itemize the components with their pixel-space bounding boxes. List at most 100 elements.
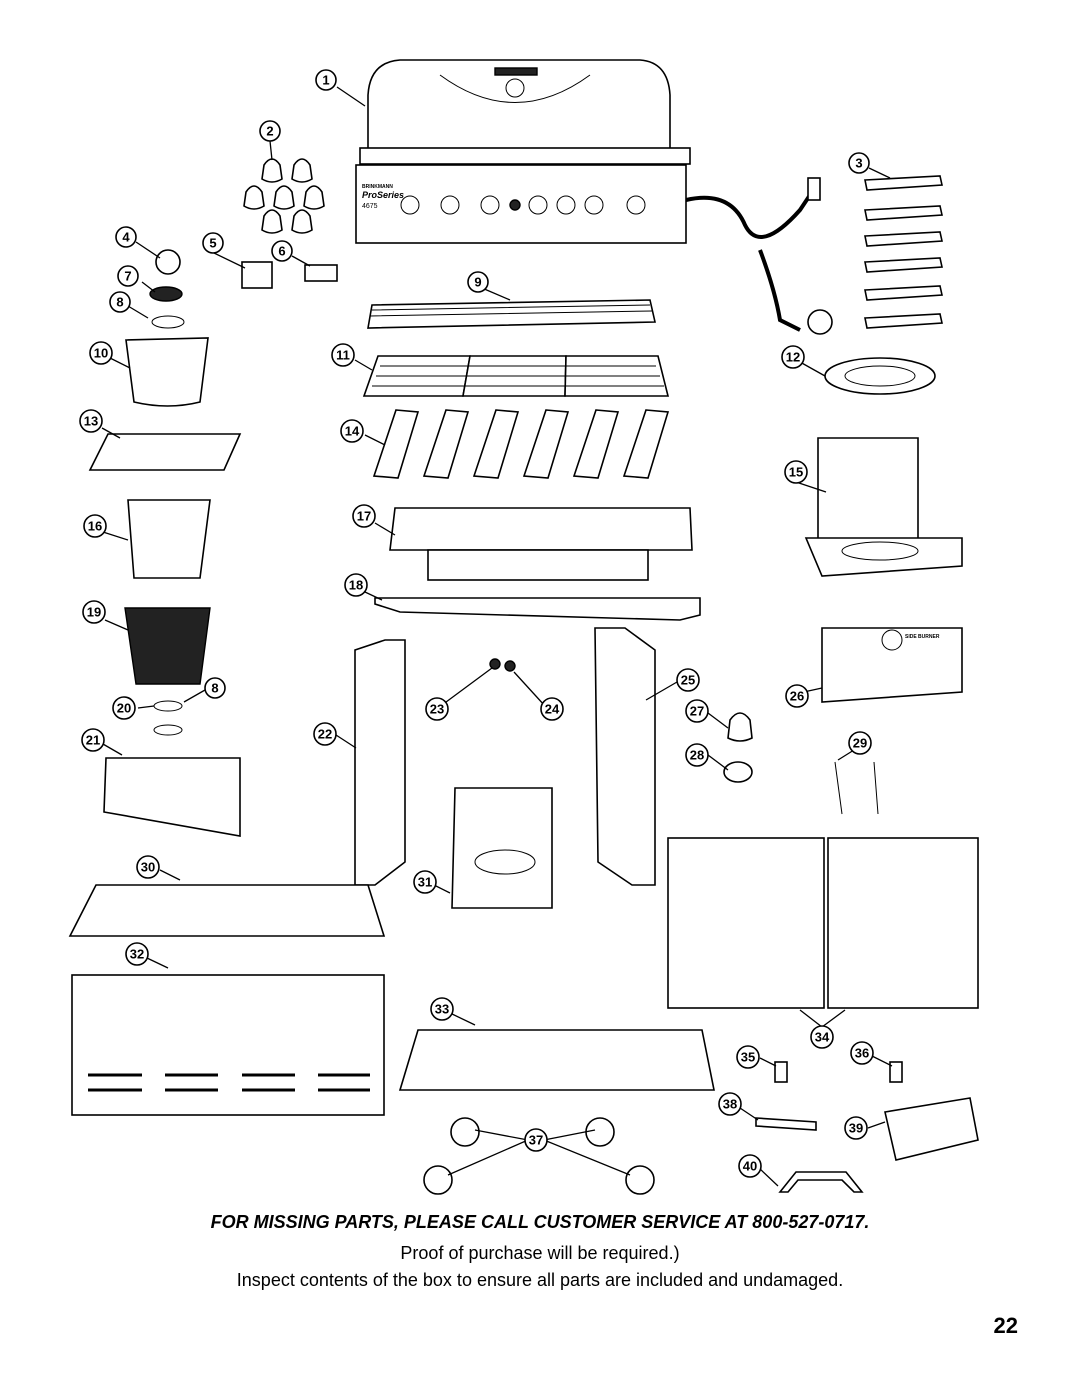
callout-11: 11	[331, 343, 355, 367]
callout-38: 38	[718, 1092, 742, 1116]
svg-text:40: 40	[743, 1159, 757, 1174]
svg-text:15: 15	[789, 465, 803, 480]
side-burner-text: SIDE BURNER	[905, 634, 940, 640]
svg-text:36: 36	[855, 1046, 869, 1061]
callout-2: 2	[259, 120, 281, 142]
callout-27: 27	[685, 699, 709, 723]
callout-17: 17	[352, 504, 376, 528]
svg-text:32: 32	[130, 947, 144, 962]
part-hood	[359, 59, 691, 165]
callout-12: 12	[781, 345, 805, 369]
callout-29: 29	[848, 731, 872, 755]
svg-text:31: 31	[418, 875, 432, 890]
callout-6: 6	[271, 240, 293, 262]
part-leg-left	[354, 639, 406, 886]
callout-7: 7	[117, 265, 139, 287]
inspect-contents-note: Inspect contents of the box to ensure al…	[236, 1270, 844, 1290]
svg-text:12: 12	[786, 350, 800, 365]
part-24-bolt	[504, 660, 516, 672]
svg-text:25: 25	[681, 673, 695, 688]
callout-21: 21	[81, 728, 105, 752]
part-6-clip	[304, 264, 338, 282]
part-40-handle	[778, 1171, 864, 1193]
svg-text:10: 10	[94, 346, 108, 361]
part-leg-right	[594, 627, 656, 886]
callout-25: 25	[676, 668, 700, 692]
callout-18: 18	[344, 573, 368, 597]
missing-parts-notice: FOR MISSING PARTS, PLEASE CALL CUSTOMER …	[210, 1212, 870, 1232]
svg-text:27: 27	[690, 704, 704, 719]
svg-text:11: 11	[336, 348, 350, 363]
callout-20: 20	[112, 696, 136, 720]
callout-39: 39	[844, 1116, 868, 1140]
callout-30: 30	[136, 855, 160, 879]
part-28-bezel	[723, 761, 753, 783]
callout-5: 5	[202, 232, 224, 254]
part-side-grate	[824, 357, 936, 395]
callout-8b: 8	[204, 677, 226, 699]
callout-32: 32	[125, 942, 149, 966]
svg-text:3: 3	[855, 156, 862, 171]
part-39-basket	[884, 1097, 979, 1161]
callouts: 1 2 3 4 5 6 7 8 9 10 11 12 13 14 15 16 1…	[79, 69, 874, 1178]
callout-31: 31	[413, 870, 437, 894]
callout-16: 16	[83, 514, 107, 538]
svg-text:24: 24	[545, 702, 560, 717]
callout-14: 14	[340, 419, 364, 443]
part-heat-tents	[372, 409, 670, 479]
callout-40: 40	[738, 1154, 762, 1178]
part-bottom-tray	[68, 884, 386, 937]
svg-text:28: 28	[690, 748, 704, 763]
svg-text:30: 30	[141, 860, 155, 875]
leader-lines	[95, 86, 893, 1187]
series-text: ProSeries	[362, 190, 404, 200]
part-crossbar	[374, 597, 701, 621]
part-side-burner	[804, 437, 963, 577]
part-knobs	[243, 158, 325, 234]
part-grease-cup	[125, 337, 209, 407]
callout-34: 34	[810, 1025, 834, 1049]
svg-text:19: 19	[87, 605, 101, 620]
svg-text:29: 29	[853, 736, 867, 751]
callout-1: 1	[315, 69, 337, 91]
callout-10: 10	[89, 341, 113, 365]
part-burners	[864, 175, 943, 329]
part-back-panel	[71, 974, 385, 1116]
svg-text:2: 2	[266, 124, 273, 139]
part-door-left	[667, 837, 825, 1009]
callout-15: 15	[784, 460, 808, 484]
part-tray	[88, 433, 242, 471]
part-23-bolt	[489, 658, 501, 670]
part-bucket	[127, 499, 211, 579]
part-8-ring-b	[153, 724, 183, 736]
svg-text:35: 35	[741, 1050, 755, 1065]
callout-36: 36	[850, 1041, 874, 1065]
part-29-clips	[834, 761, 879, 815]
svg-text:23: 23	[430, 702, 444, 717]
svg-text:9: 9	[474, 275, 481, 290]
part-27-knob	[727, 712, 753, 742]
part-35-hinge	[774, 1061, 788, 1083]
callout-37: 37	[524, 1128, 548, 1152]
part-tank-holder	[451, 787, 553, 909]
parts-diagram: BRINKMANN ProSeries 4675	[68, 59, 979, 1195]
svg-text:13: 13	[84, 414, 98, 429]
part-warming-rack	[367, 299, 656, 329]
part-36-hinge	[889, 1061, 903, 1083]
part-casters	[423, 1117, 655, 1195]
part-8-ring	[151, 315, 185, 329]
part-38-bracket	[755, 1117, 817, 1131]
svg-text:16: 16	[88, 519, 102, 534]
svg-text:5: 5	[209, 236, 216, 251]
callout-22: 22	[313, 722, 337, 746]
callout-13: 13	[79, 409, 103, 433]
callout-8: 8	[109, 291, 131, 313]
svg-text:26: 26	[790, 689, 804, 704]
svg-text:33: 33	[435, 1002, 449, 1017]
part-gas-hose	[685, 177, 833, 335]
callout-24: 24	[540, 697, 564, 721]
callout-3: 3	[848, 152, 870, 174]
svg-text:22: 22	[318, 727, 332, 742]
part-4-cap	[155, 249, 181, 275]
brand-text: BRINKMANN	[362, 184, 393, 190]
